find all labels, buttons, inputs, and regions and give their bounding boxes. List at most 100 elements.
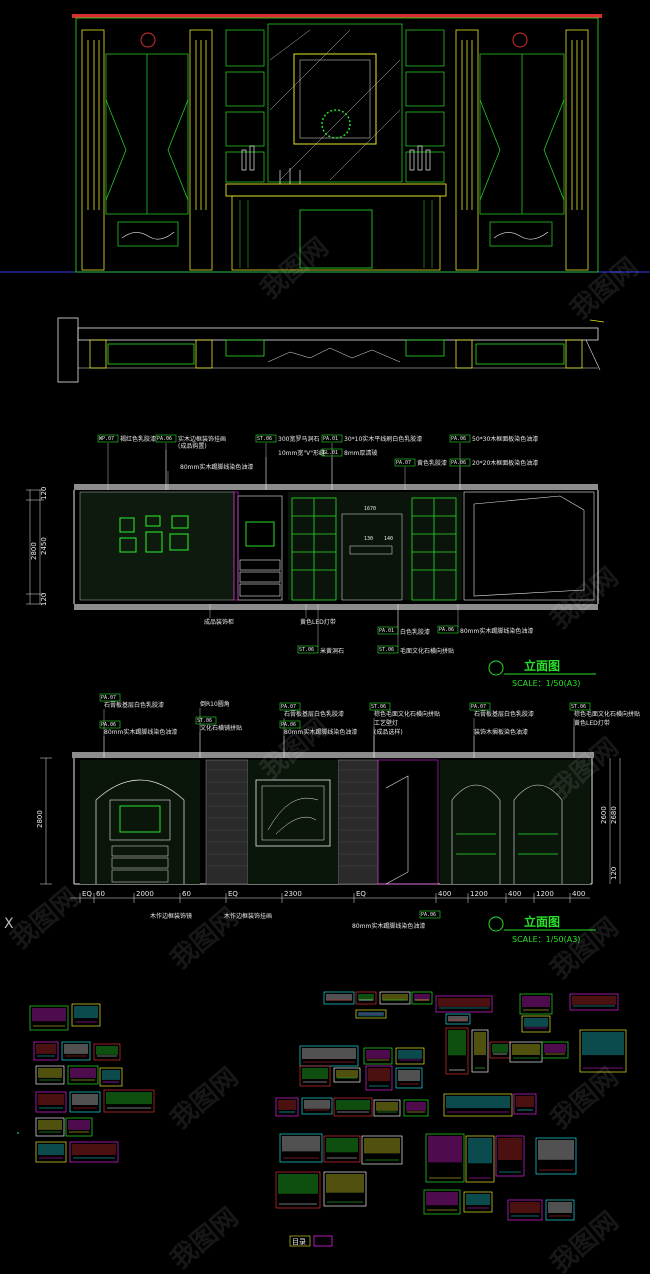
- sheet-thumbnail: [35, 1091, 67, 1113]
- sheet-thumbnail: [395, 1047, 425, 1065]
- material-tag: GL.01: [323, 450, 338, 456]
- material-note: 工艺壁灯: [374, 719, 398, 727]
- material-tag: ST.06: [257, 436, 272, 442]
- material-tag: PA.06: [451, 436, 466, 442]
- dimension-label: 2000: [136, 890, 154, 898]
- sheet-thumbnail: [373, 1099, 401, 1117]
- elev-b-dim-2450: 2450: [40, 537, 48, 555]
- material-tag: PA.06: [439, 627, 454, 633]
- material-tag-box: [279, 702, 301, 711]
- material-note: 80mm实木踢脚线染色油漆: [352, 922, 425, 930]
- material-note: 80mm实木踢脚线染色油漆: [104, 728, 177, 736]
- drawing-sheet-thumbnails: [17, 991, 627, 1221]
- material-tag-box: [255, 434, 277, 443]
- material-note: 棕色毛面文化石横向拼贴: [574, 710, 640, 718]
- ceiling-plan-strip: [57, 317, 605, 383]
- sheet-thumbnail: [355, 1009, 387, 1019]
- material-note: 米黄洞石: [320, 647, 344, 655]
- elev-b-dim-120-bottom: 120: [40, 593, 48, 606]
- material-note: 棕色毛面文化石横向拼贴: [374, 710, 440, 718]
- material-tag-box: [321, 434, 343, 443]
- elevation-c-title-block: 立面图 SCALE：1/50(A3): [488, 914, 596, 944]
- material-note: 木作边框装饰镜: [150, 912, 192, 920]
- elev-c-dim-right-3: 120: [610, 867, 618, 880]
- material-note: 黄色LED灯带: [574, 719, 610, 727]
- elev-c-dim-left: 2800: [36, 810, 44, 828]
- sheet-thumbnail: [323, 1171, 367, 1207]
- material-note: 20*20木框面板染色油漆: [472, 459, 538, 467]
- sheet-thumbnail: [435, 995, 493, 1013]
- elev-b-inner-dim-2: 130: [364, 536, 373, 542]
- sheet-thumbnail: [443, 1093, 513, 1117]
- material-note: 10mm宽"V"形缝: [278, 449, 325, 457]
- dimension-label: 2300: [284, 890, 302, 898]
- material-tag-box: [449, 434, 471, 443]
- material-note: 褐红色乳胶漆: [120, 435, 156, 443]
- sheet-thumbnail: [35, 1065, 65, 1085]
- sheet-thumbnail: [67, 1065, 99, 1085]
- material-note: (成品选样): [374, 728, 403, 736]
- sheet-thumbnail: [99, 1067, 123, 1087]
- material-note: 木作边框装饰挂画: [224, 912, 272, 920]
- sheet-thumbnail: [425, 1133, 465, 1183]
- sheet-thumbnail: [299, 1065, 331, 1087]
- elevation-b-title: 立面图: [524, 658, 560, 673]
- material-tag-box: [297, 645, 319, 654]
- material-note: 装饰木搁板染色油漆: [474, 728, 528, 736]
- material-tag-box: [449, 458, 471, 467]
- sheet-thumbnail: [29, 1005, 69, 1031]
- elevation-b-title-block: 立面图 SCALE：1/50(A3): [488, 658, 596, 688]
- material-tag-box: [279, 720, 301, 729]
- dimension-label: 400: [508, 890, 521, 898]
- material-note: 白色乳胶漆: [400, 628, 430, 636]
- material-note: 石膏板基层白色乳胶漆: [104, 701, 164, 709]
- sheet-thumbnail: [545, 1199, 575, 1221]
- dimension-label: EQ: [82, 890, 92, 898]
- elevation-b-scale: SCALE：1/50(A3): [512, 679, 580, 688]
- sheet-thumbnail: [323, 991, 355, 1005]
- elev-b-inner-dim-1: 1670: [364, 506, 376, 512]
- dimension-label: 60: [96, 890, 105, 898]
- sheet-thumbnail: [519, 993, 553, 1015]
- elevation-living-wall: 120 2450 120 2800 1670 130 140: [26, 484, 599, 610]
- dimension-label: EQ: [228, 890, 238, 898]
- material-tag: PA.06: [101, 722, 116, 728]
- material-tag: PA.07: [396, 460, 411, 466]
- sheet-thumbnail: [365, 1065, 393, 1091]
- material-tag-box: [569, 702, 591, 711]
- material-tag: WP.07: [99, 436, 114, 442]
- material-note: 成品装饰柜: [204, 618, 234, 626]
- sheet-thumbnail: [35, 1141, 67, 1163]
- material-tag-box: [437, 625, 459, 634]
- material-tag: PA.07: [471, 704, 486, 710]
- sheet-thumbnail: [379, 991, 411, 1005]
- sheet-thumbnail: [471, 1029, 489, 1073]
- material-note: 80mm实木踢脚线染色油漆: [460, 627, 533, 635]
- sheet-thumbnail: [103, 1089, 155, 1113]
- sheet-thumbnail: [93, 1043, 121, 1061]
- sheet-thumbnail: [65, 1117, 93, 1137]
- sheet-thumbnail: [445, 1013, 471, 1025]
- material-tag-box: [419, 910, 441, 919]
- material-note: 8mm厚清玻: [344, 449, 378, 457]
- material-note: 毛面文化石横向拼贴: [400, 647, 454, 655]
- material-note: 30*10实木平线刷白色乳胶漆: [344, 435, 422, 443]
- material-tag-box: [155, 434, 177, 443]
- sheet-thumbnail: [395, 1067, 423, 1089]
- material-tag: ST.06: [571, 704, 586, 710]
- elevation-c-scale: SCALE：1/50(A3): [512, 935, 580, 944]
- sheet-thumbnail: [579, 1029, 627, 1073]
- material-tag-box: [394, 458, 416, 467]
- material-tag: PA.07: [101, 695, 116, 701]
- sheet-thumbnail: [411, 991, 433, 1005]
- material-note: 300宽罗马洞石: [278, 435, 319, 443]
- sheet-thumbnail: [71, 1003, 101, 1027]
- sheet-thumbnail: [275, 1097, 299, 1117]
- material-note: 文化石横铺拼贴: [200, 724, 242, 732]
- material-tag-box: [97, 434, 119, 443]
- material-tag: ST.06: [299, 647, 314, 653]
- material-tag: PA.06: [281, 722, 296, 728]
- elevation-c-title: 立面图: [524, 914, 560, 929]
- sheet-thumbnail: [507, 1199, 543, 1221]
